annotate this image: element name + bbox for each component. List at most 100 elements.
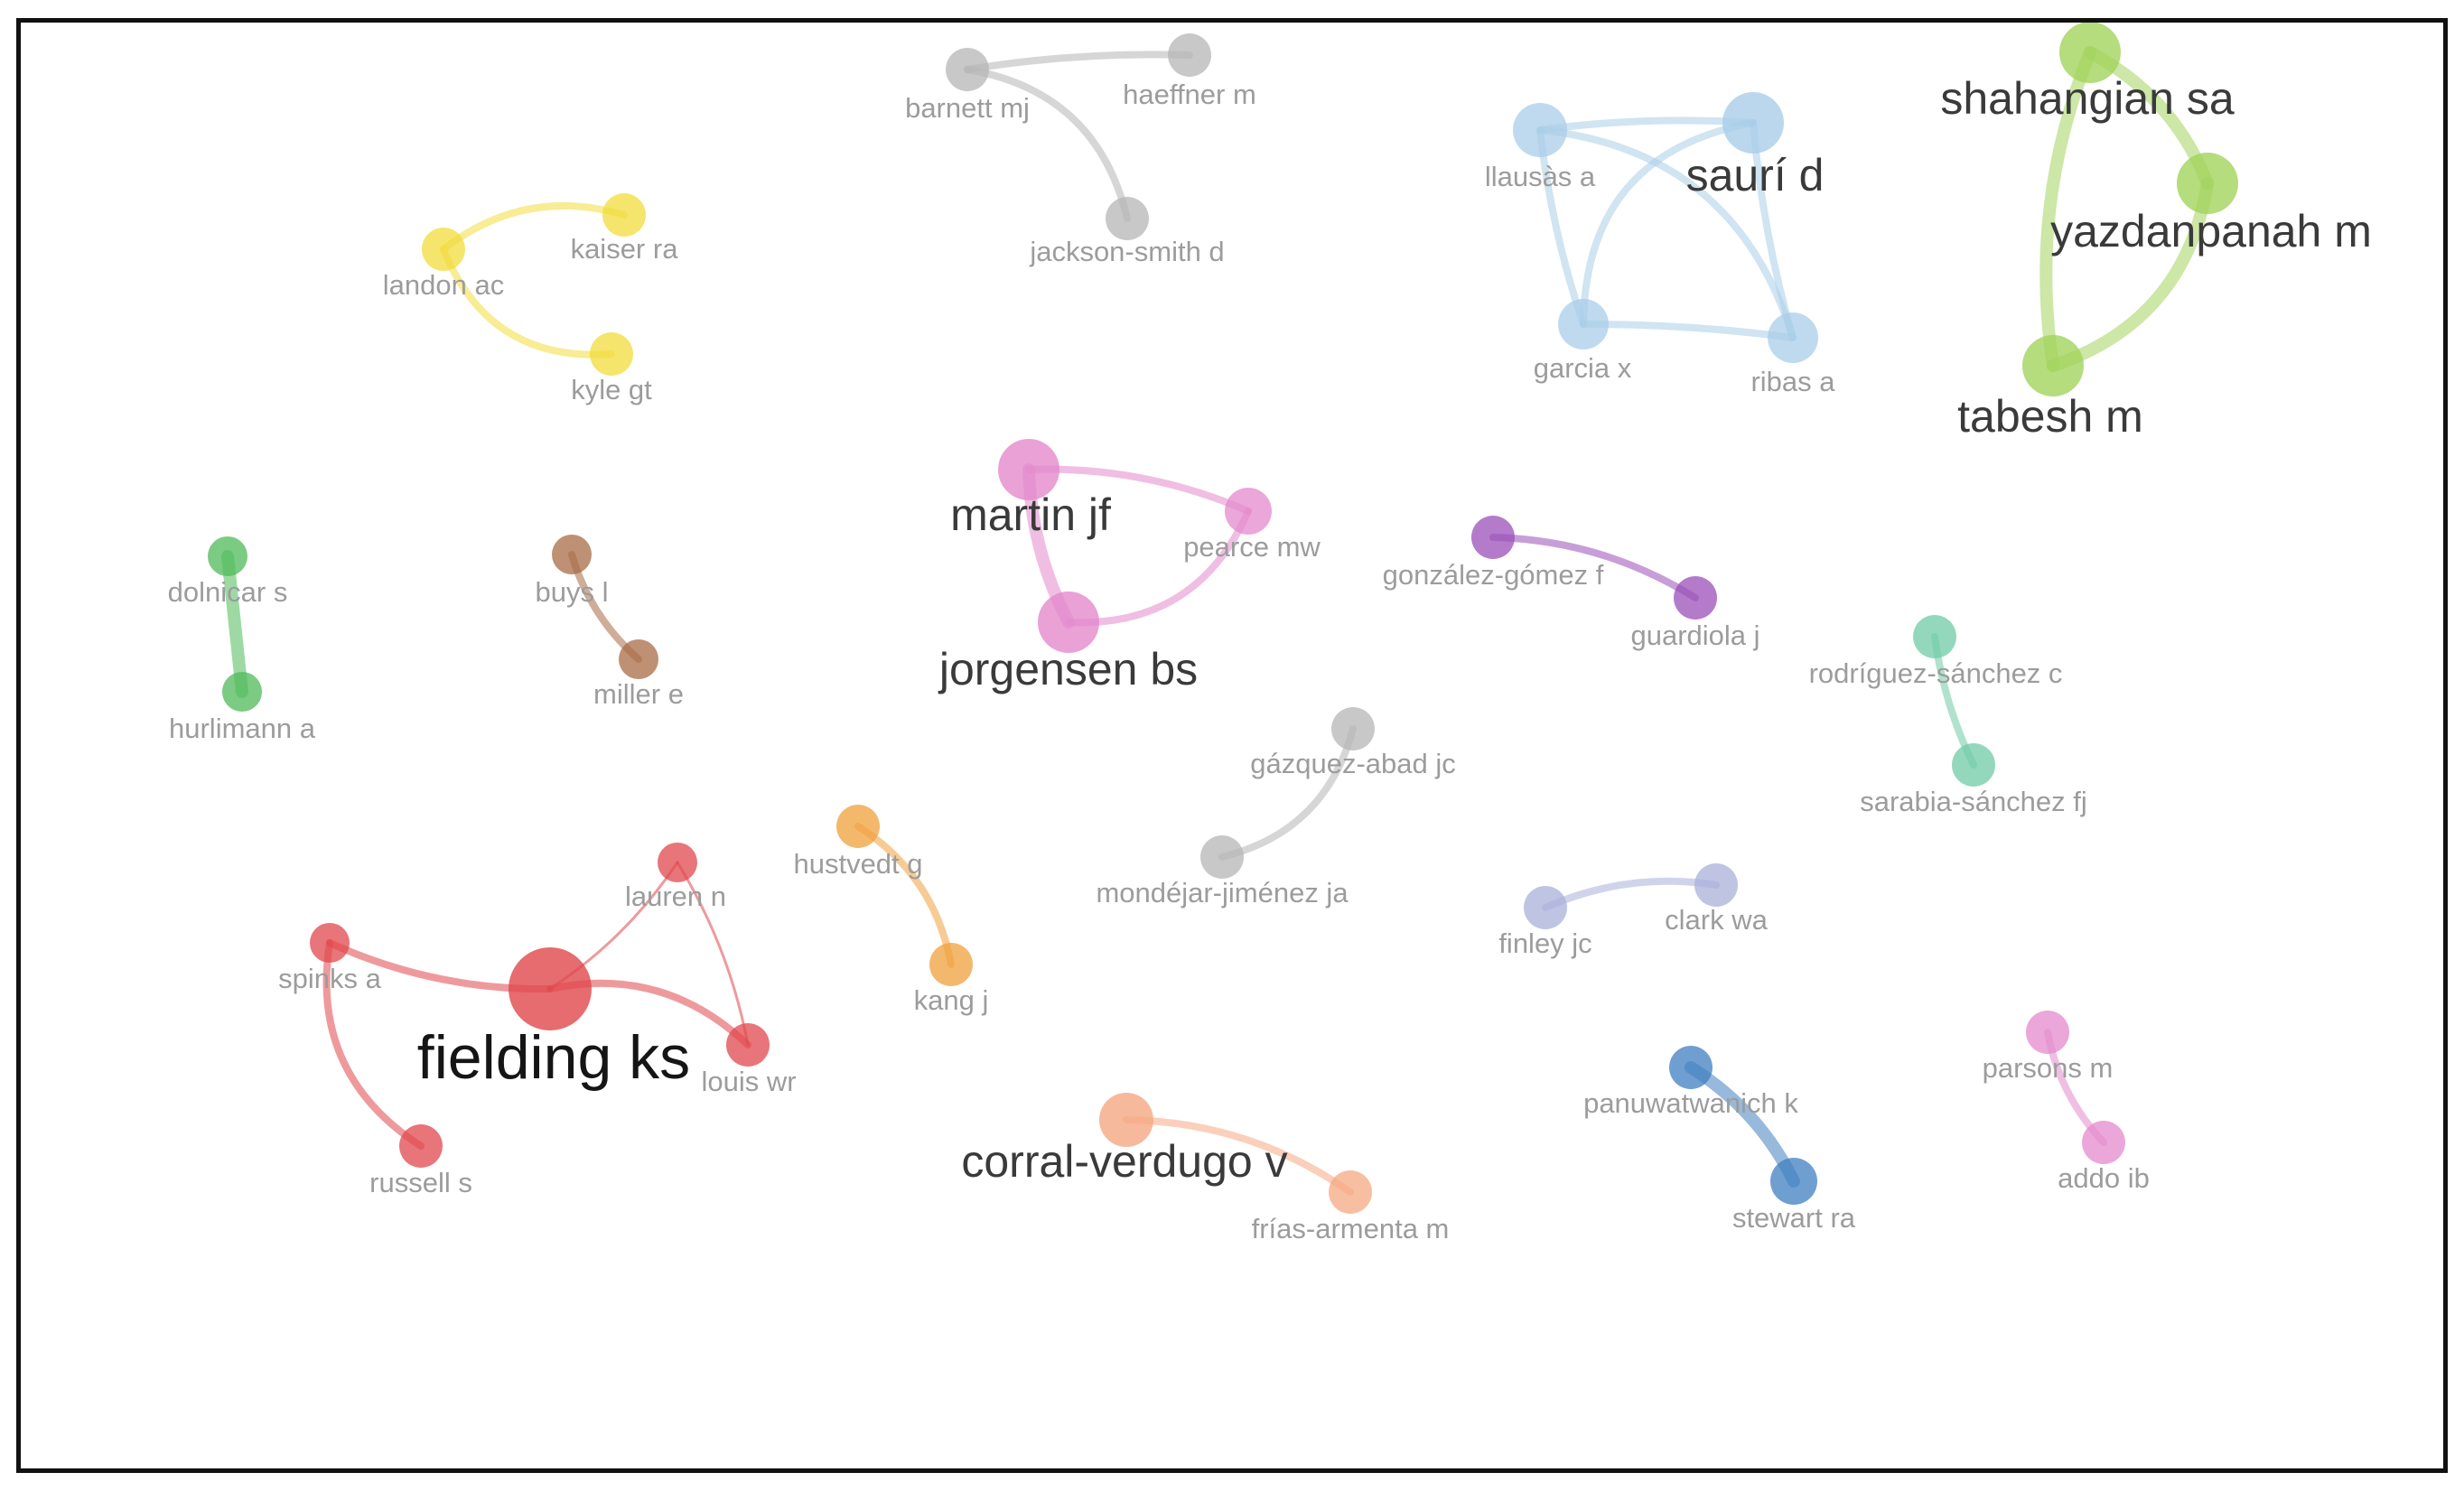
node-jackson[interactable] [1106,197,1149,240]
link-garcia-ribas [1580,320,1797,341]
node-label-russell: russell s [369,1167,472,1198]
node-gonzalez[interactable] [1471,516,1515,559]
node-label-tabesh: tabesh m [1957,391,2143,442]
node-hurlimann[interactable] [222,672,262,712]
node-label-kang: kang j [914,984,989,1016]
node-louis[interactable] [726,1023,770,1067]
node-rodriguez[interactable] [1913,615,1956,658]
link-spinks-russell [322,939,425,1150]
node-sauri[interactable] [1722,92,1784,154]
node-label-finley: finley jc [1498,927,1591,959]
node-lauren[interactable] [658,843,697,882]
link-gonzalez-guardiola [1489,534,1699,601]
node-yazdanpanah[interactable] [2177,153,2238,214]
node-label-lauren: lauren n [625,881,726,912]
link-yazdanpanah-tabesh [2047,177,2214,372]
node-label-garcia: garcia x [1534,352,1632,384]
node-kaiser[interactable] [602,193,646,237]
node-label-gazquez: gázquez-abad jc [1250,748,1456,779]
node-label-kaiser: kaiser ra [571,233,679,265]
link-barnett-haeffner [964,51,1193,73]
node-label-hustvedt: hustvedt g [793,848,922,880]
node-label-shahangian: shahangian sa [1940,73,2234,124]
node-martin[interactable] [998,439,1059,500]
link-landon-kyle [440,246,615,359]
node-label-landon: landon ac [383,269,504,301]
node-kyle[interactable] [590,332,633,376]
node-hustvedt[interactable] [836,805,880,848]
node-gazquez[interactable] [1331,707,1375,750]
node-panuwatwanich[interactable] [1669,1046,1713,1089]
node-dolnicar[interactable] [208,536,247,576]
node-label-gonzalez: gonzález-gómez f [1383,559,1604,591]
node-mondejar[interactable] [1200,835,1244,879]
link-jorgensen-pearce [1065,508,1252,627]
node-finley[interactable] [1524,886,1567,929]
node-garcia[interactable] [1558,299,1609,349]
node-stewart[interactable] [1770,1158,1817,1205]
node-label-parsons: parsons m [1983,1052,2114,1084]
node-barnett[interactable] [946,48,989,91]
node-shahangian[interactable] [2059,23,2121,83]
node-label-fielding: fielding ks [417,1023,690,1092]
node-label-louis: louis wr [701,1066,796,1097]
node-ribas[interactable] [1768,312,1818,363]
node-label-jorgensen: jorgensen bs [938,644,1198,694]
node-russell[interactable] [399,1124,443,1168]
node-label-yazdanpanah: yazdanpanah m [2050,206,2372,256]
node-label-corral: corral-verdugo v [961,1136,1287,1187]
link-lauren-louis [676,861,750,1047]
network-labels: fielding ks spinks a lauren n louis wr russe… [168,73,2372,1244]
node-tabesh[interactable] [2022,335,2084,396]
node-label-rodriguez: rodríguez-sánchez c [1809,657,2063,689]
node-sarabia[interactable] [1952,743,1995,787]
node-label-hurlimann: hurlimann a [169,713,316,744]
node-pearce[interactable] [1225,488,1272,535]
node-miller[interactable] [619,639,658,679]
node-label-mondejar: mondéjar-jiménez ja [1096,877,1349,909]
node-label-spinks: spinks a [278,963,381,994]
node-haeffner[interactable] [1168,33,1211,77]
node-guardiola[interactable] [1674,576,1717,620]
node-label-buys: buys l [536,576,609,608]
link-barnett-jackson [964,66,1131,222]
link-llausas-ribas [1536,126,1797,341]
link-shahangian-tabesh [2039,46,2096,372]
node-clark[interactable] [1694,863,1738,907]
node-fielding[interactable] [509,947,592,1030]
node-addo[interactable] [2082,1121,2125,1164]
network-nodes [208,23,2238,1214]
node-label-addo: addo ib [2058,1162,2150,1194]
link-sauri-garcia [1580,119,1757,328]
node-label-clark: clark wa [1665,904,1768,936]
node-label-sarabia: sarabia-sánchez fj [1860,786,2087,817]
node-label-barnett: barnett mj [905,92,1030,124]
node-label-ribas: ribas a [1750,366,1835,397]
node-parsons[interactable] [2026,1011,2069,1054]
link-llausas-garcia [1536,126,1587,328]
link-gazquez-mondejar [1218,725,1357,861]
link-landon-kaiser [440,201,628,253]
node-jorgensen[interactable] [1038,592,1099,653]
link-corral-frias [1123,1116,1354,1196]
co-authorship-network: fielding ks spinks a lauren n louis wr russe… [168,23,2372,1244]
node-spinks[interactable] [310,923,350,963]
node-label-pearce: pearce mw [1183,531,1321,563]
node-landon[interactable] [422,228,465,271]
node-label-sauri: saurí d [1686,150,1825,200]
node-label-jackson: jackson-smith d [1029,236,1224,267]
node-kang[interactable] [929,943,973,986]
node-buys[interactable] [552,535,592,574]
node-label-stewart: stewart ra [1732,1202,1856,1234]
network-map-frame: fielding ks spinks a lauren n louis wr russe… [16,18,2448,1473]
node-frias[interactable] [1329,1170,1372,1214]
node-label-haeffner: haeffner m [1123,79,1256,110]
node-llausas[interactable] [1513,103,1567,157]
node-label-guardiola: guardiola j [1630,620,1759,651]
link-finley-clark [1542,877,1720,911]
node-label-panuwatwanich: panuwatwanich k [1583,1087,1798,1119]
node-label-llausas: llausàs a [1485,161,1596,192]
node-label-kyle: kyle gt [571,374,652,405]
node-label-martin: martin jf [950,489,1111,540]
node-corral[interactable] [1099,1093,1153,1147]
